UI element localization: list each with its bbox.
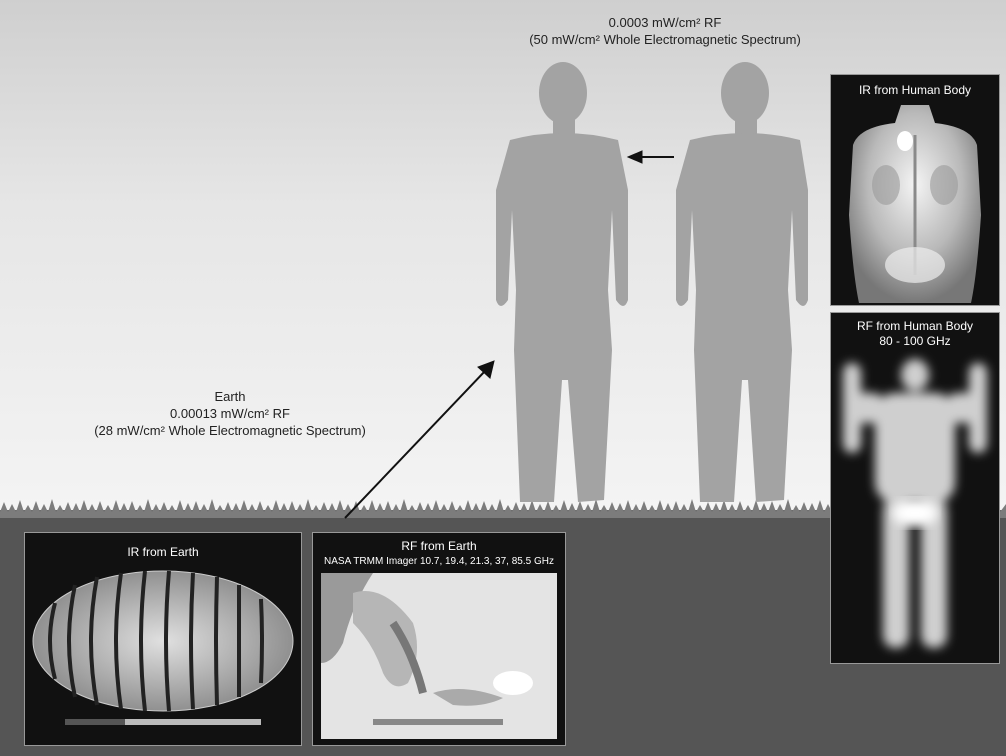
ir-earth-panel: IR from Earth <box>24 532 302 746</box>
earth-title: Earth <box>20 388 440 405</box>
human-silhouette-left <box>496 62 628 502</box>
ir-earth-map-image <box>25 533 301 745</box>
rf-human-body-panel: RF from Human Body 80 - 100 GHz <box>830 312 1000 664</box>
ir-human-body-panel: IR from Human Body <box>830 74 1000 306</box>
ir-human-back-image <box>831 75 999 305</box>
rf-human-body-image <box>831 313 999 663</box>
arrow-earth-to-human <box>345 361 494 518</box>
human-rf-value: 0.0003 mW/cm² RF <box>470 14 860 31</box>
human-spectrum-value: (50 mW/cm² Whole Electromagnetic Spectru… <box>470 31 860 48</box>
rf-earth-map-image <box>313 533 565 745</box>
earth-rf-value: 0.00013 mW/cm² RF <box>20 405 440 422</box>
earth-spectrum-value: (28 mW/cm² Whole Electromagnetic Spectru… <box>20 422 440 439</box>
rf-earth-panel: RF from Earth NASA TRMM Imager 10.7, 19.… <box>312 532 566 746</box>
arrow-between-humans <box>628 151 674 163</box>
human-silhouette-right <box>676 62 808 502</box>
human-rf-label: 0.0003 mW/cm² RF (50 mW/cm² Whole Electr… <box>470 14 860 48</box>
earth-rf-label: Earth 0.00013 mW/cm² RF (28 mW/cm² Whole… <box>20 388 440 439</box>
